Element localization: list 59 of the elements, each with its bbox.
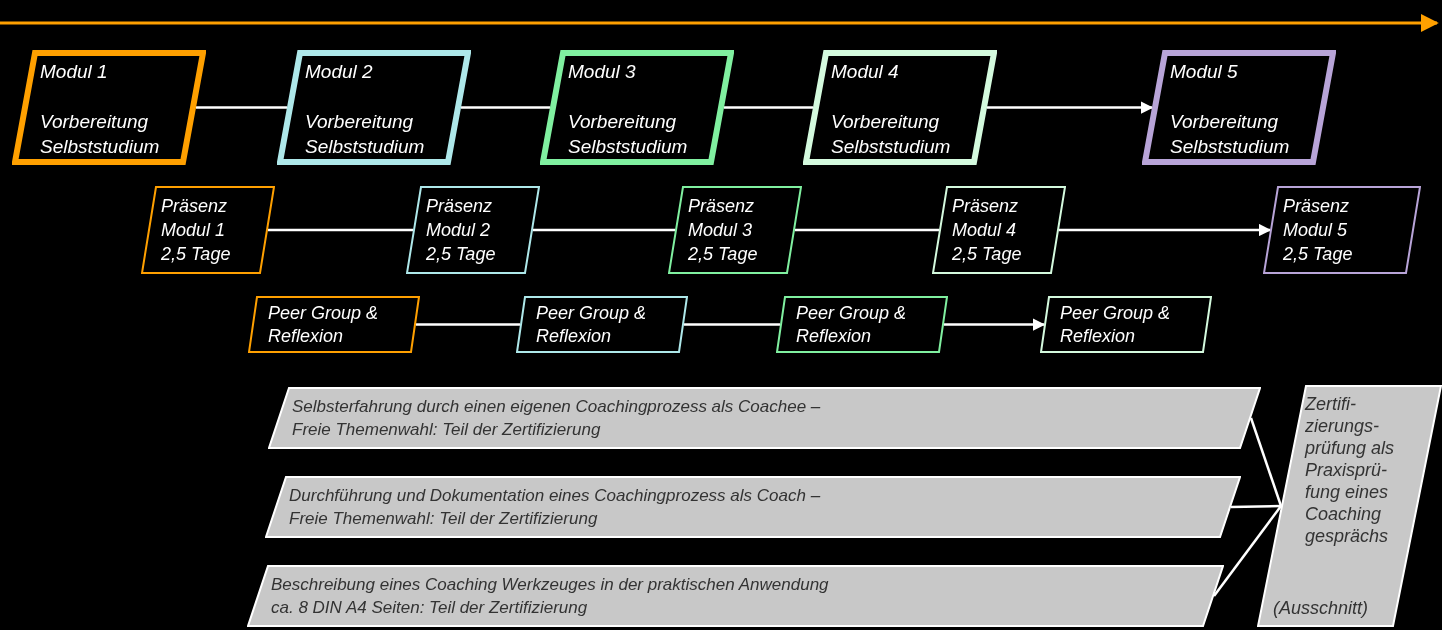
module-description: Vorbereitung Selbststudium bbox=[568, 110, 689, 159]
arrow bbox=[987, 101, 1154, 114]
exam-box bbox=[1257, 385, 1442, 627]
module-box bbox=[277, 50, 471, 165]
exam-text: Zertifi- zierungs- prüfung als Praxisprü- fung eines Coaching gesprächs bbox=[1303, 393, 1396, 547]
task-box bbox=[265, 476, 1241, 538]
module-box bbox=[540, 50, 734, 165]
connector-line bbox=[461, 106, 550, 109]
session-box bbox=[141, 186, 275, 274]
session-text: Präsenz Modul 5 2,5 Tage bbox=[1283, 195, 1354, 266]
arrow bbox=[1059, 223, 1272, 237]
peer-group-box bbox=[248, 296, 420, 353]
peer-group-box bbox=[776, 296, 948, 353]
session-text: Präsenz Modul 2 2,5 Tage bbox=[426, 195, 497, 266]
peer-group-text: Peer Group & Reflexion bbox=[796, 301, 908, 348]
module-title: Modul 1 bbox=[40, 60, 109, 84]
peer-group-box bbox=[516, 296, 688, 353]
connector-line bbox=[268, 228, 413, 232]
task-text: Freie Themenwahl: Teil der Zertifizierung bbox=[292, 419, 602, 441]
module-description: Vorbereitung Selbststudium bbox=[40, 110, 161, 159]
arrow bbox=[944, 318, 1046, 331]
module-box bbox=[12, 50, 206, 165]
task-box bbox=[247, 565, 1224, 627]
connector-line bbox=[533, 228, 675, 232]
connector-line bbox=[684, 323, 780, 326]
connector-line bbox=[1230, 504, 1282, 509]
session-text: Präsenz Modul 1 2,5 Tage bbox=[161, 195, 232, 266]
task-text: Beschreibung eines Coaching Werkzeuges in der praktischen Anwendung bbox=[271, 574, 830, 596]
task-text: Selbsterfahrung durch einen eigenen Coachingprozess als Coachee – bbox=[292, 396, 822, 418]
peer-group-text: Peer Group & Reflexion bbox=[536, 301, 648, 348]
module-box bbox=[803, 50, 997, 165]
task-text: Durchführung und Dokumentation eines Coachingprozess als Coach – bbox=[289, 485, 822, 507]
task-text: Freie Themenwahl: Teil der Zertifizierung bbox=[289, 508, 599, 530]
connector-line bbox=[724, 106, 813, 109]
task-box bbox=[268, 387, 1261, 449]
connector-line bbox=[416, 323, 520, 326]
module-title: Modul 4 bbox=[831, 60, 900, 84]
module-description: Vorbereitung Selbststudium bbox=[1170, 110, 1291, 159]
peer-group-text: Peer Group & Reflexion bbox=[268, 301, 380, 348]
session-text: Präsenz Modul 4 2,5 Tage bbox=[952, 195, 1023, 266]
module-title: Modul 5 bbox=[1170, 60, 1239, 84]
module-box bbox=[1142, 50, 1336, 165]
session-text: Präsenz Modul 3 2,5 Tage bbox=[688, 195, 759, 266]
peer-group-box bbox=[1040, 296, 1212, 353]
module-title: Modul 2 bbox=[305, 60, 374, 84]
peer-group-text: Peer Group & Reflexion bbox=[1060, 301, 1172, 348]
task-text: ca. 8 DIN A4 Seiten: Teil der Zertifizierung bbox=[271, 597, 589, 619]
session-box bbox=[406, 186, 540, 274]
module-description: Vorbereitung Selbststudium bbox=[831, 110, 952, 159]
session-box bbox=[668, 186, 802, 274]
connector-line bbox=[1213, 505, 1282, 597]
session-box bbox=[1263, 186, 1421, 274]
module-description: Vorbereitung Selbststudium bbox=[305, 110, 426, 159]
connector-line bbox=[1249, 417, 1283, 507]
connector-line bbox=[196, 106, 287, 109]
connector-line bbox=[795, 228, 939, 232]
session-box bbox=[932, 186, 1066, 274]
module-title: Modul 3 bbox=[568, 60, 637, 84]
exam-note: (Ausschnitt) bbox=[1273, 597, 1370, 619]
